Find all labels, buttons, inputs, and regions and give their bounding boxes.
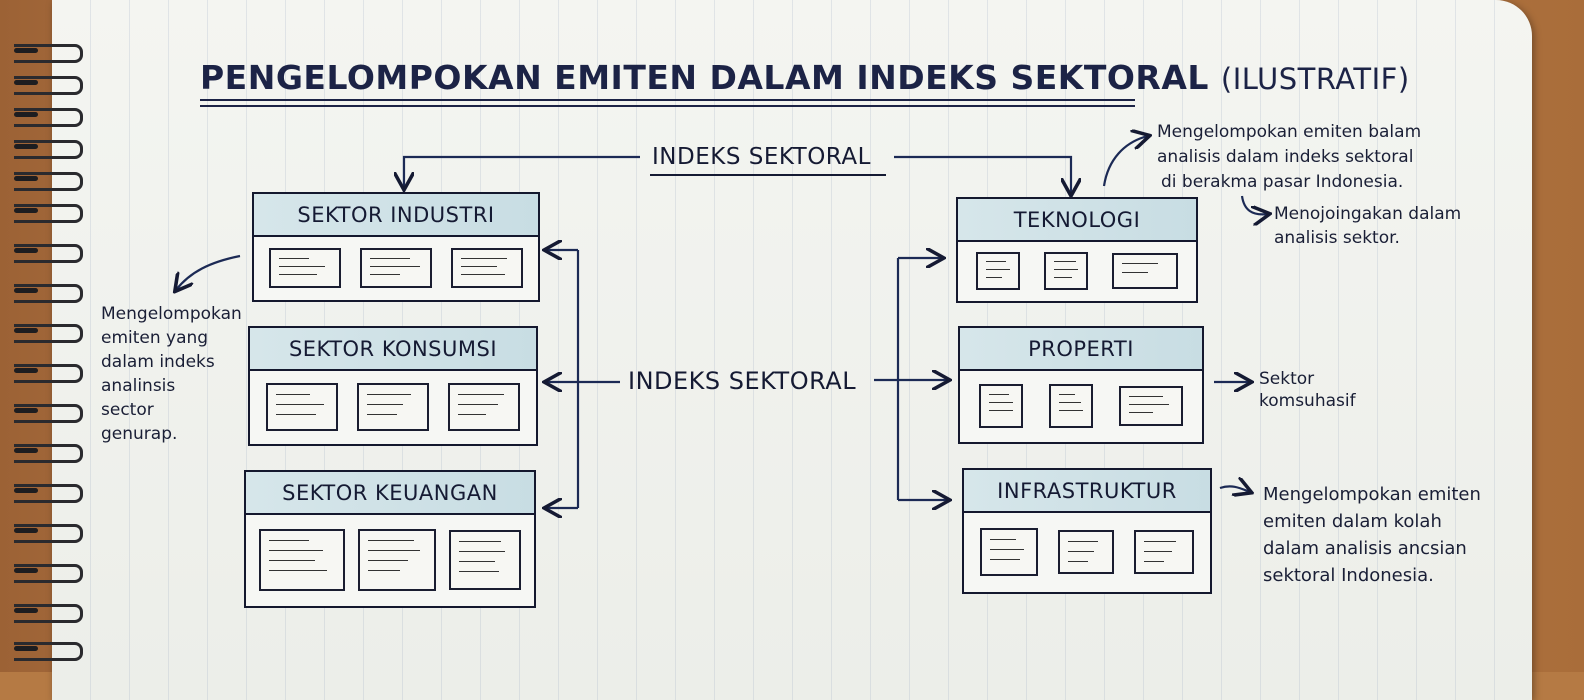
- title-suffix: (ILUSTRATIF): [1220, 62, 1410, 96]
- note-left: Mengelompokan emiten yang dalam indeks a…: [101, 302, 242, 446]
- hub-label-center: INDEKS SEKTORAL: [628, 367, 857, 395]
- emiten-card: [449, 530, 522, 590]
- note-line: Mengelompokan emiten balam: [1157, 122, 1422, 142]
- emiten-card: [448, 383, 521, 431]
- note-line: analinsis: [101, 376, 176, 396]
- title-underline: [200, 99, 1135, 101]
- emiten-card: [979, 384, 1023, 428]
- title-underline-second: [200, 105, 1135, 107]
- note-line: Sektor: [1259, 369, 1315, 389]
- sector-box-teknologi: TEKNOLOGI: [956, 197, 1198, 303]
- arrow-note-bottom-right: [1219, 486, 1250, 492]
- emiten-card: [357, 529, 436, 591]
- note-line: genurap.: [101, 424, 178, 444]
- sector-header: SEKTOR KONSUMSI: [250, 328, 536, 371]
- sector-header: TEKNOLOGI: [958, 199, 1196, 242]
- note-line: Mengelompokan emiten: [1263, 484, 1481, 505]
- sector-box-infrastruktur: INFRASTRUKTUR: [962, 468, 1212, 594]
- sector-box-keuangan: SEKTOR KEUANGAN: [244, 470, 536, 608]
- sector-box-industri: SEKTOR INDUSTRI: [252, 192, 540, 302]
- emiten-card: [1049, 384, 1093, 428]
- note-bottom-right: Mengelompokan emiten emiten dalam kolah …: [1263, 481, 1481, 589]
- emiten-card: [980, 528, 1038, 576]
- sector-header: INFRASTRUKTUR: [964, 470, 1210, 513]
- sector-cards: [250, 371, 536, 443]
- emiten-card: [1112, 253, 1178, 289]
- emiten-card: [450, 248, 523, 288]
- emiten-card: [258, 529, 345, 591]
- note-line: Mengelompokan: [101, 304, 242, 324]
- emiten-card: [269, 248, 342, 288]
- sector-cards: [964, 513, 1210, 591]
- emiten-card: [1058, 530, 1114, 574]
- emiten-card: [1044, 252, 1088, 290]
- arrow-note-left: [176, 254, 241, 290]
- note-top-right-sub: Menojoingakan dalam analisis sektor.: [1274, 202, 1461, 250]
- note-top-right: Mengelompokan emiten balam analisis dala…: [1157, 120, 1421, 195]
- page-title: PENGELOMPOKAN EMITEN DALAM INDEKS SEKTOR…: [200, 58, 1410, 97]
- sector-cards: [246, 515, 534, 605]
- sector-cards: [958, 242, 1196, 300]
- note-line: emiten yang: [101, 328, 209, 348]
- sector-header: SEKTOR INDUSTRI: [254, 194, 538, 237]
- hub-label-top-underline: [650, 174, 886, 176]
- title-main: PENGELOMPOKAN EMITEN DALAM INDEKS SEKTOR…: [200, 58, 1209, 97]
- note-line: dalam analisis ancsian: [1263, 538, 1467, 559]
- sector-header: PROPERTI: [960, 328, 1202, 371]
- arrow-top-right: [894, 155, 1071, 194]
- arrow-top-left: [404, 155, 640, 188]
- arrow-note-top-right: [1102, 136, 1148, 187]
- hub-label-top: INDEKS SEKTORAL: [652, 144, 871, 170]
- note-line: analisis dalam indeks sektoral: [1157, 147, 1414, 167]
- note-line: sector: [101, 400, 154, 420]
- sector-cards: [254, 237, 538, 299]
- arrow-note-sub: [1240, 195, 1268, 214]
- emiten-card: [356, 383, 429, 431]
- note-line: Menojoingakan dalam: [1274, 204, 1462, 224]
- note-mid-right: Sektor komsuhasif: [1259, 368, 1356, 412]
- sector-cards: [960, 371, 1202, 441]
- emiten-card: [976, 252, 1020, 290]
- note-line: dalam indeks: [101, 352, 215, 372]
- emiten-card: [265, 383, 338, 431]
- sector-box-konsumsi: SEKTOR KONSUMSI: [248, 326, 538, 446]
- connector-arrows: [0, 0, 1584, 672]
- note-line: analisis sektor.: [1274, 228, 1400, 248]
- sector-box-properti: PROPERTI: [958, 326, 1204, 444]
- note-line: komsuhasif: [1259, 391, 1356, 411]
- sector-header: SEKTOR KEUANGAN: [246, 472, 534, 515]
- emiten-card: [359, 248, 432, 288]
- notebook-spiral: [14, 30, 84, 680]
- note-line: di berakma pasar Indonesia.: [1161, 172, 1404, 192]
- emiten-card: [1134, 530, 1194, 574]
- emiten-card: [1119, 386, 1183, 426]
- note-line: emiten dalam kolah: [1263, 511, 1442, 532]
- note-line: sektoral Indonesia.: [1263, 565, 1434, 586]
